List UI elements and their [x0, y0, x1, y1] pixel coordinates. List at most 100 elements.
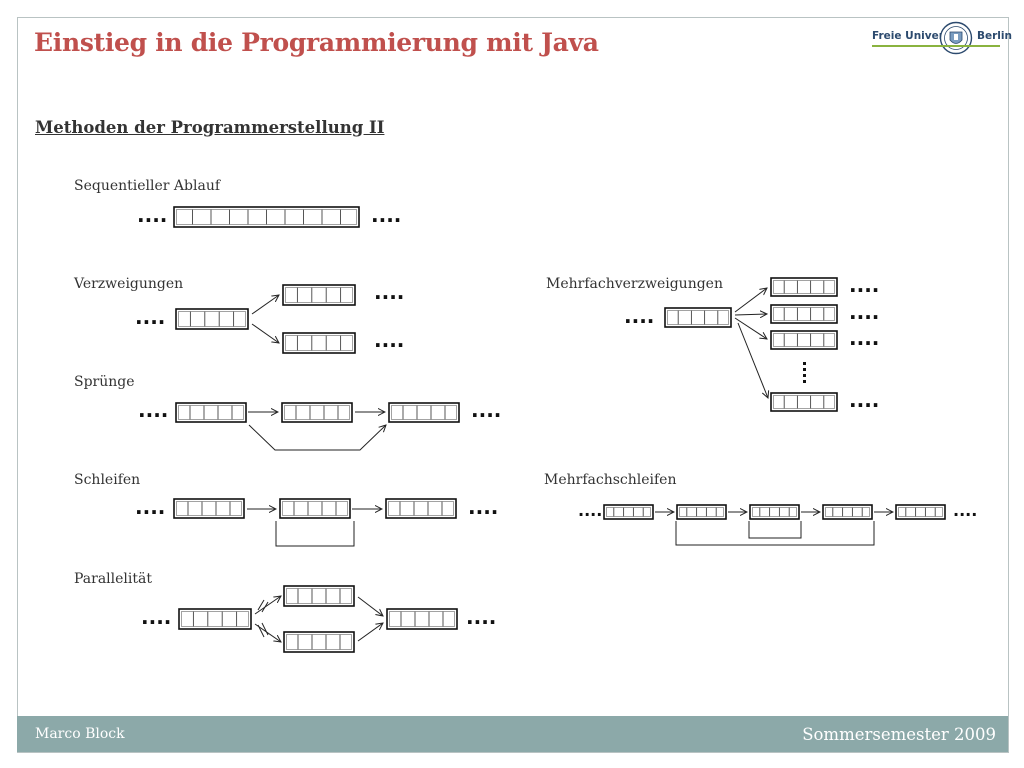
ellipsis: .... [578, 501, 602, 520]
block-frame [281, 402, 353, 423]
block-inner-frame [178, 405, 244, 420]
block-frame [749, 504, 800, 520]
arrow [734, 288, 767, 313]
block-inner-frame [282, 501, 348, 516]
instruction-block [770, 392, 838, 412]
block-frame [178, 608, 252, 630]
instruction-block [388, 402, 460, 423]
block-inner-frame [285, 335, 353, 351]
instruction-block [822, 504, 873, 520]
vertical-dot [803, 374, 806, 377]
instruction-block [175, 402, 247, 423]
instruction-block [770, 330, 838, 350]
multi-loop-flow: .... .... [578, 501, 977, 546]
arrow [251, 323, 279, 343]
block-inner-frame [773, 333, 835, 347]
block-inner-frame [286, 634, 352, 650]
ellipsis: .... [468, 495, 498, 519]
block-inner-frame [284, 405, 350, 420]
block-inner-frame [391, 405, 457, 420]
instruction-block [749, 504, 800, 520]
footer-semester: Sommersemester 2009 [802, 725, 996, 744]
block-frame [770, 277, 838, 297]
block-inner-frame [606, 507, 651, 517]
ellipsis: .... [849, 273, 879, 297]
instruction-block [173, 206, 360, 228]
block-frame [173, 498, 245, 519]
instruction-block [173, 498, 245, 519]
instruction-block [386, 608, 458, 630]
vertical-dot [803, 368, 806, 371]
ellipsis: .... [141, 605, 171, 629]
block-frame [282, 332, 356, 354]
branch-flow: .... .... .... [135, 280, 404, 354]
label-verzweigungen: Verzweigungen [73, 276, 183, 292]
slide-frame [17, 17, 1009, 753]
block-inner-frame [667, 310, 729, 325]
block-inner-frame [773, 395, 835, 409]
jump-flow: .... .... [138, 398, 501, 451]
block-inner-frame [825, 507, 870, 517]
instruction-block [770, 304, 838, 324]
logo-text-right: Berlin [977, 30, 1012, 42]
university-logo: Freie Universität Berlin [872, 21, 1012, 58]
instruction-block [279, 498, 351, 519]
instruction-block [676, 504, 727, 520]
arrow [734, 317, 767, 339]
slide-subtitle: Methoden der Programmerstellung II [35, 118, 385, 137]
label-mehrfachschleifen: Mehrfachschleifen [544, 472, 676, 488]
block-frame [388, 402, 460, 423]
jump-arrow [248, 425, 386, 451]
instruction-block [282, 284, 356, 306]
block-frame [283, 631, 355, 653]
label-mehrfachverzweigungen: Mehrfachverzweigungen [546, 276, 723, 292]
block-frame [770, 330, 838, 350]
instruction-block [175, 308, 249, 330]
arrow [254, 596, 281, 615]
arrow [737, 322, 768, 398]
ellipsis: .... [137, 203, 167, 227]
logo-underline [872, 45, 1000, 47]
ellipsis: .... [135, 495, 165, 519]
block-frame [175, 308, 249, 330]
block-inner-frame [178, 311, 246, 327]
footer-bar: Marco Block Sommersemester 2009 [17, 716, 1008, 752]
ellipsis: .... [374, 328, 404, 352]
multi-branch-flow: .... .... .... .... .... [624, 273, 879, 412]
block-frame [175, 402, 247, 423]
slide-title: Einstieg in die Programmierung mit Java [34, 28, 599, 57]
arrow [357, 596, 383, 616]
instruction-block [895, 504, 946, 520]
block-inner-frame [286, 588, 352, 604]
vertical-dot [803, 380, 806, 383]
block-frame [283, 585, 355, 607]
loop-flow: .... .... [135, 495, 498, 547]
block-frame [603, 504, 654, 520]
block-inner-frame [773, 280, 835, 294]
arrow [734, 314, 767, 315]
block-inner-frame [285, 287, 353, 303]
instruction-block [385, 498, 457, 519]
instruction-block [283, 631, 355, 653]
block-inner-frame [388, 501, 454, 516]
block-frame [279, 498, 351, 519]
block-frame [385, 498, 457, 519]
instruction-block [281, 402, 353, 423]
ellipsis: .... [849, 388, 879, 412]
instruction-block [282, 332, 356, 354]
ellipsis: .... [374, 280, 404, 304]
vertical-ellipsis [803, 362, 806, 383]
block-frame [895, 504, 946, 520]
label-sequentiell: Sequentieller Ablauf [74, 178, 222, 194]
ellipsis: .... [371, 203, 401, 227]
sequential-flow: .... .... [137, 203, 401, 228]
instruction-block [603, 504, 654, 520]
ellipsis: .... [849, 326, 879, 350]
ellipsis: .... [849, 300, 879, 324]
block-frame [282, 284, 356, 306]
vertical-dot [803, 362, 806, 365]
instruction-block [178, 608, 252, 630]
block-inner-frame [679, 507, 724, 517]
outer-loop-line [675, 521, 875, 546]
